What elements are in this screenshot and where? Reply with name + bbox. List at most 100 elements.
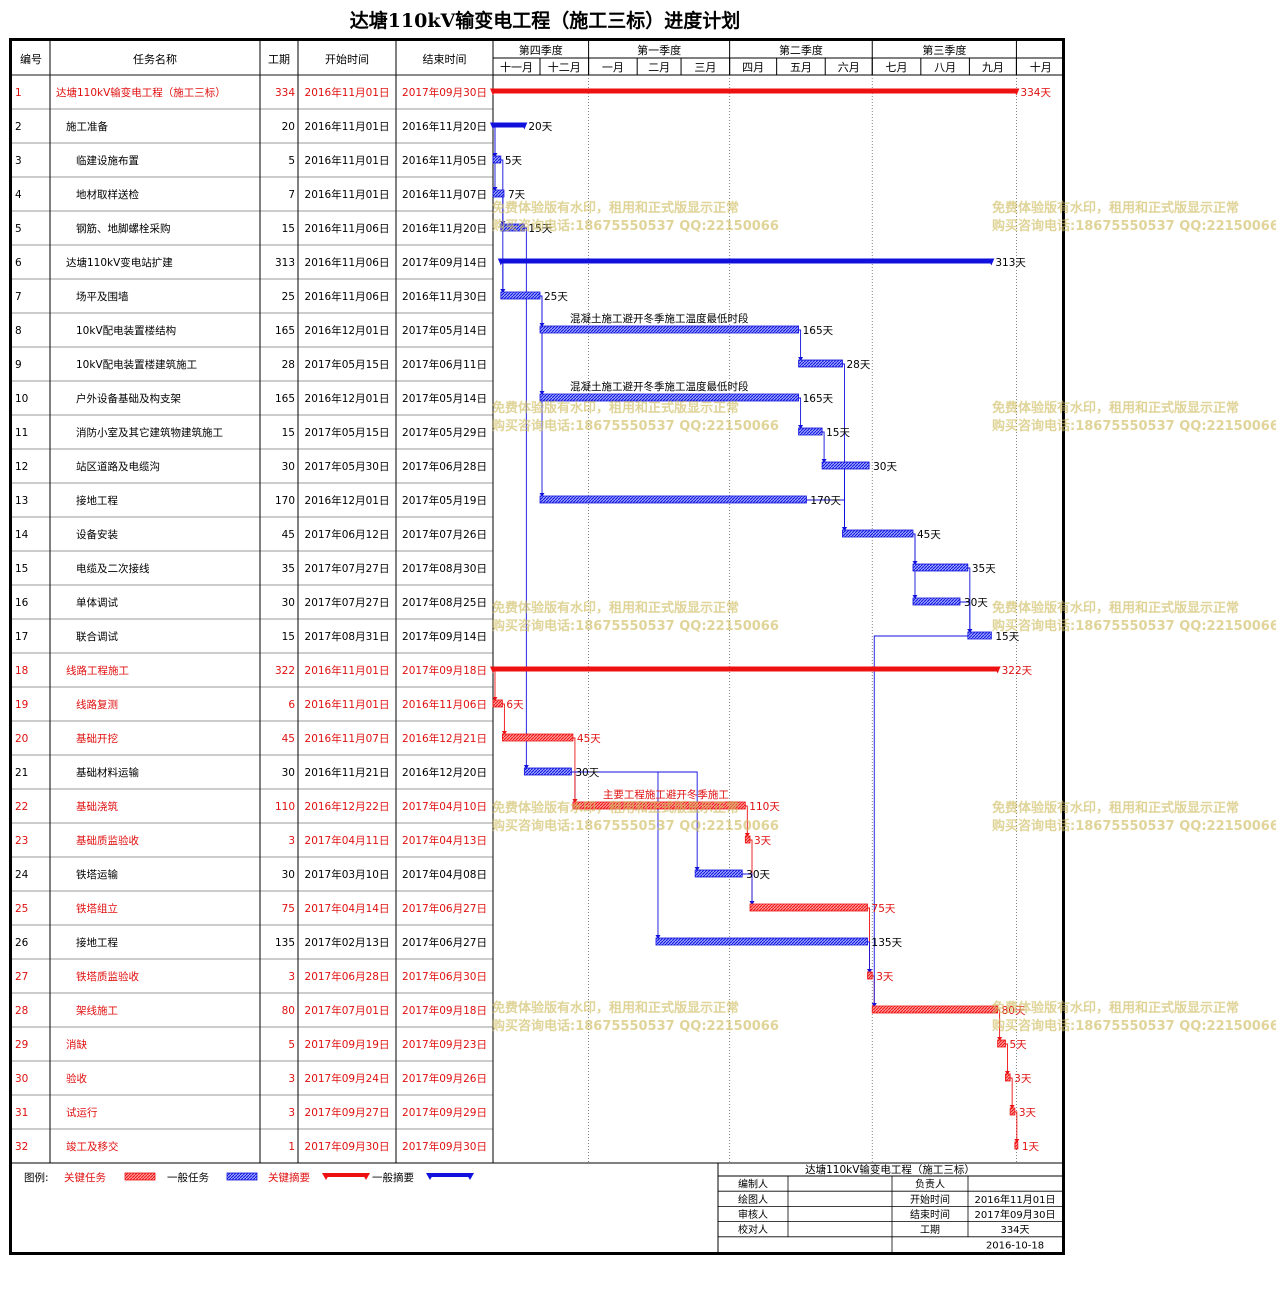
task-id: 6 bbox=[15, 257, 22, 269]
info-cell: 编制人 bbox=[738, 1178, 768, 1191]
task-start: 2017年03月10日 bbox=[305, 868, 390, 881]
month-label: 六月 bbox=[838, 61, 860, 74]
duration-label: 322天 bbox=[1002, 665, 1033, 677]
duration-label: 45天 bbox=[577, 733, 601, 745]
duration-label: 80天 bbox=[1002, 1005, 1026, 1017]
task-id: 7 bbox=[15, 291, 22, 303]
dependency-arrow bbox=[500, 289, 506, 293]
header-end: 结束时间 bbox=[423, 53, 467, 66]
header-name: 任务名称 bbox=[133, 52, 177, 66]
dependency-link bbox=[798, 397, 802, 429]
summary-end-marker bbox=[521, 122, 528, 130]
dependency-arrow bbox=[655, 935, 661, 939]
legend-normal-task-swatch bbox=[226, 1172, 258, 1181]
task-name: 竣工及移交 bbox=[66, 1140, 119, 1153]
task-id: 5 bbox=[15, 223, 22, 235]
task-end: 2017年06月27日 bbox=[402, 936, 487, 949]
summary-bar bbox=[493, 666, 998, 672]
info-cell: 工期 bbox=[920, 1224, 940, 1236]
task-id: 23 bbox=[15, 835, 28, 847]
duration-label: 7天 bbox=[508, 189, 526, 201]
dependency-arrow bbox=[694, 867, 700, 871]
task-name: 铁塔运输 bbox=[76, 868, 118, 881]
duration-label: 20天 bbox=[528, 121, 552, 133]
task-duration: 3 bbox=[288, 835, 295, 847]
task-name: 达塘110kV变电站扩建 bbox=[66, 256, 173, 269]
task-end: 2016年12月21日 bbox=[402, 732, 487, 745]
duration-label: 3天 bbox=[876, 971, 894, 983]
dependency-link bbox=[494, 125, 525, 157]
task-bar bbox=[749, 903, 868, 912]
dependency-arrow bbox=[749, 901, 755, 905]
task-duration: 334 bbox=[275, 87, 295, 99]
task-end: 2017年09月14日 bbox=[402, 630, 487, 643]
dependency-link bbox=[502, 193, 504, 225]
task-duration: 135 bbox=[275, 937, 295, 949]
task-end: 2017年04月08日 bbox=[402, 868, 487, 881]
task-duration: 5 bbox=[288, 1039, 295, 1051]
dependency-arrow bbox=[798, 425, 804, 429]
dependency-arrow bbox=[967, 629, 973, 633]
task-end: 2016年11月07日 bbox=[402, 188, 487, 201]
month-label: 一月 bbox=[602, 61, 624, 74]
quarter-label: 第三季度 bbox=[922, 43, 966, 57]
dependency-link bbox=[572, 737, 576, 803]
dependency-link bbox=[867, 941, 870, 973]
dependency-arrow bbox=[841, 527, 847, 531]
task-end: 2017年09月18日 bbox=[402, 664, 487, 677]
task-id: 30 bbox=[15, 1073, 28, 1085]
task-id: 21 bbox=[15, 767, 28, 779]
task-id: 15 bbox=[15, 563, 28, 575]
duration-label: 25天 bbox=[544, 291, 568, 303]
task-bar bbox=[798, 427, 823, 436]
task-start: 2017年02月13日 bbox=[305, 936, 390, 949]
task-note: 主要工程施工避开冬季施工 bbox=[603, 788, 729, 801]
task-start: 2017年06月12日 bbox=[305, 528, 390, 541]
task-bar bbox=[1009, 1107, 1016, 1116]
task-bar bbox=[1005, 1073, 1011, 1082]
duration-label: 6天 bbox=[506, 699, 524, 711]
task-name: 基础材料运输 bbox=[76, 766, 139, 779]
task-name: 电缆及二次接线 bbox=[76, 562, 150, 575]
task-name: 基础开挖 bbox=[76, 732, 118, 745]
dependency-link bbox=[540, 295, 543, 497]
dependency-link bbox=[745, 805, 748, 837]
task-end: 2016年11月05日 bbox=[402, 154, 487, 167]
dependency-link bbox=[742, 873, 753, 905]
dependency-arrow bbox=[539, 493, 545, 497]
legend-critical-task-swatch bbox=[124, 1172, 156, 1181]
dependency-arrow bbox=[912, 595, 918, 599]
quarter-label: 第二季度 bbox=[779, 43, 823, 57]
task-end: 2016年11月20日 bbox=[402, 222, 487, 235]
task-name: 联合调试 bbox=[76, 630, 118, 643]
month-label: 七月 bbox=[886, 61, 908, 74]
dependency-arrow bbox=[744, 833, 750, 837]
task-id: 31 bbox=[15, 1107, 28, 1119]
task-bar bbox=[867, 971, 873, 980]
task-start: 2017年09月19日 bbox=[305, 1038, 390, 1051]
duration-label: 165天 bbox=[803, 393, 834, 405]
task-duration: 30 bbox=[282, 597, 295, 609]
dependency-link bbox=[1005, 1043, 1008, 1075]
task-start: 2016年11月06日 bbox=[305, 256, 390, 269]
task-end: 2017年08月25日 bbox=[402, 596, 487, 609]
task-id: 12 bbox=[15, 461, 28, 473]
task-start: 2016年12月01日 bbox=[305, 392, 390, 405]
dependency-arrow bbox=[1004, 1071, 1010, 1075]
dependency-link bbox=[494, 669, 998, 701]
task-end: 2017年05月14日 bbox=[402, 324, 487, 337]
month-label: 十一月 bbox=[500, 60, 533, 74]
task-bar bbox=[871, 1005, 999, 1014]
task-end: 2017年09月14日 bbox=[402, 256, 487, 269]
task-end: 2016年11月06日 bbox=[402, 698, 487, 711]
task-name: 线路复测 bbox=[76, 698, 118, 711]
task-start: 2017年04月14日 bbox=[305, 902, 390, 915]
task-duration: 35 bbox=[282, 563, 295, 575]
dependency-link bbox=[502, 703, 505, 735]
task-name: 消缺 bbox=[66, 1038, 87, 1051]
task-id: 26 bbox=[15, 937, 29, 949]
task-duration: 6 bbox=[288, 699, 295, 711]
task-id: 29 bbox=[15, 1039, 28, 1051]
task-id: 18 bbox=[15, 665, 28, 677]
dependency-arrow bbox=[492, 187, 498, 191]
